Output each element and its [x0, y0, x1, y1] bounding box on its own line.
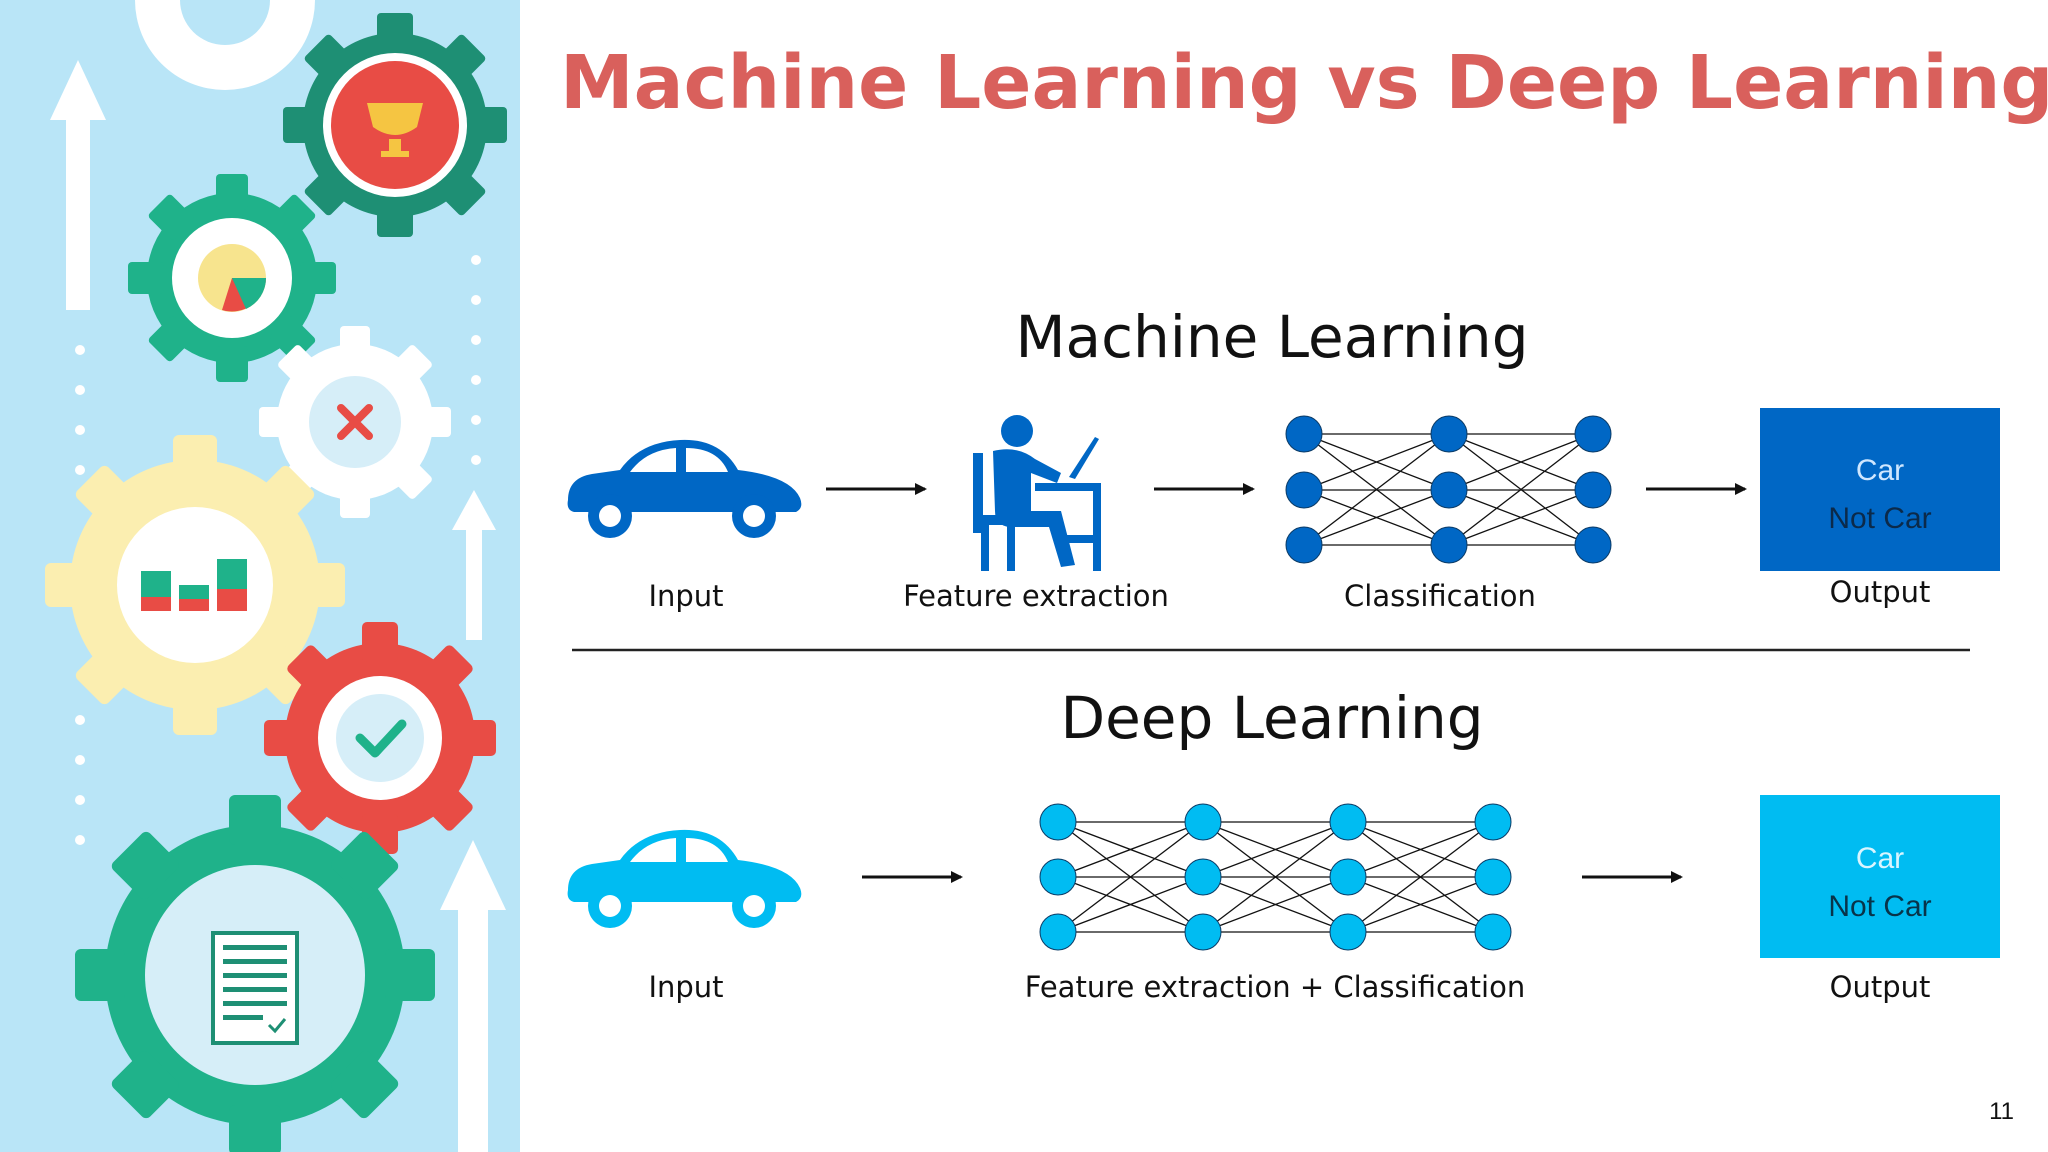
ml-input-label: Input: [648, 579, 723, 613]
network-node: [1039, 803, 1077, 841]
network-node: [1430, 415, 1468, 453]
network-node: [1285, 471, 1323, 509]
ml-classification-label: Classification: [1344, 579, 1536, 613]
network-link: [1202, 821, 1349, 878]
arrow-up-icon: [50, 60, 106, 310]
network-node: [1329, 913, 1367, 951]
network-node: [1574, 471, 1612, 509]
ml-output-box: [1760, 408, 2000, 571]
dl-combined-label: Feature extraction + Classification: [1025, 970, 1525, 1004]
network-node: [1574, 526, 1612, 564]
ml-vs-dl-diagram: Machine Learning Input Feature extractio…: [567, 303, 2000, 1004]
network-link: [1202, 876, 1349, 933]
network-link: [1303, 489, 1450, 546]
decorative-sidebar: [0, 0, 520, 1152]
ml-output-car: Car: [1856, 454, 1904, 487]
network-link: [1347, 821, 1494, 878]
bar-chart-gear-icon: [45, 435, 345, 735]
network-node: [1039, 858, 1077, 896]
car-icon: [567, 829, 802, 928]
network-node: [1039, 913, 1077, 951]
deep-learning-heading: Deep Learning: [1060, 684, 1483, 752]
page-number: 11: [1989, 1098, 2014, 1125]
network-link: [1303, 433, 1450, 491]
network-node: [1574, 415, 1612, 453]
dl-output-box: [1760, 795, 2000, 958]
network-link: [1347, 821, 1494, 933]
dl-input-label: Input: [648, 970, 723, 1004]
network-node: [1285, 415, 1323, 453]
dl-neural-network-icon: [1039, 803, 1512, 951]
network-link: [1448, 489, 1594, 546]
network-node: [1285, 526, 1323, 564]
dl-output-not-car: Not Car: [1828, 890, 1931, 923]
network-link: [1303, 433, 1450, 546]
network-node: [1329, 803, 1367, 841]
slide-title: Machine Learning vs Deep Learning: [560, 40, 2048, 126]
network-node: [1474, 803, 1512, 841]
network-link: [1448, 433, 1594, 491]
ml-output-not-car: Not Car: [1828, 502, 1931, 535]
sidebar-illustration: [45, 0, 507, 1152]
gear-icon: [135, 0, 315, 90]
network-link: [1057, 821, 1204, 933]
network-node: [1329, 858, 1367, 896]
arrow-up-icon: [452, 490, 496, 640]
network-link: [1202, 821, 1349, 933]
ml-output-label: Output: [1830, 575, 1931, 609]
network-node: [1184, 913, 1222, 951]
car-icon: [567, 439, 802, 538]
machine-learning-heading: Machine Learning: [1015, 303, 1528, 371]
network-node: [1430, 471, 1468, 509]
network-link: [1057, 821, 1204, 878]
network-node: [1474, 858, 1512, 896]
dotted-line-decoration: [75, 255, 481, 845]
ml-neural-network-icon: [1285, 415, 1612, 564]
network-node: [1184, 858, 1222, 896]
network-link: [1347, 876, 1494, 933]
ml-feature-extraction-label: Feature extraction: [903, 579, 1169, 613]
dl-output-label: Output: [1830, 970, 1931, 1004]
pie-chart-gear-icon: [128, 174, 336, 382]
network-node: [1430, 526, 1468, 564]
checkmark-gear-icon: [264, 622, 496, 854]
network-link: [1057, 876, 1204, 933]
arrow-up-icon: [440, 840, 506, 1152]
dl-output-car: Car: [1856, 842, 1904, 875]
trophy-gear-icon: [283, 13, 507, 237]
network-node: [1184, 803, 1222, 841]
network-link: [1448, 433, 1594, 546]
person-at-desk-icon: [973, 415, 1101, 571]
network-node: [1474, 913, 1512, 951]
clipboard-gear-icon: [75, 795, 435, 1152]
